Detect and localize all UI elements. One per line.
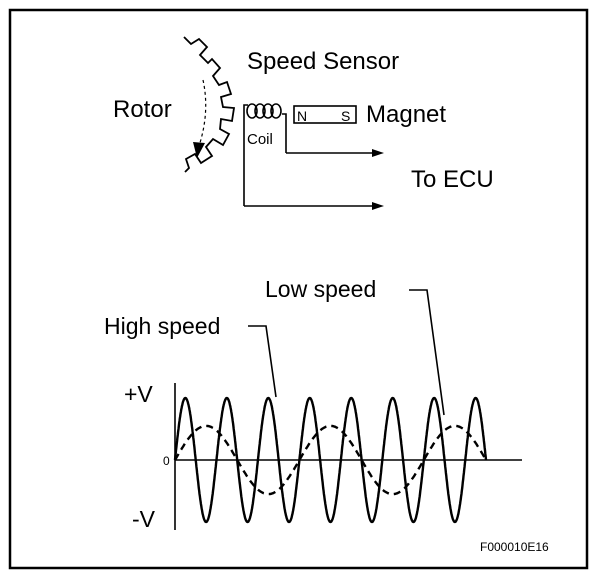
high-speed-label: High speed (104, 313, 220, 339)
ecu-lead-lower-arrow (372, 202, 384, 210)
negative-voltage-label: -V (132, 506, 156, 532)
positive-voltage-label: +V (124, 381, 153, 407)
zero-voltage-label: 0 (163, 454, 170, 468)
figure-frame (8, 8, 589, 570)
magnet-body (293, 105, 357, 124)
rotor-rotation-arrow (198, 79, 207, 147)
coil-core-bracket (243, 104, 248, 206)
to-ecu-label: To ECU (411, 166, 494, 193)
rotor-label: Rotor (113, 96, 172, 123)
rotor-teeth (183, 36, 236, 173)
low-speed-label: Low speed (265, 276, 376, 302)
low-speed-callout (409, 289, 445, 416)
magnet-pole-s: S (341, 108, 350, 124)
figure-code: F000010E16 (480, 540, 549, 554)
magnet-pole-n: N (297, 108, 307, 124)
speed-sensor-label: Speed Sensor (247, 48, 399, 75)
coil-inner-lead (282, 113, 287, 153)
high-speed-waveform (173, 396, 488, 524)
high-speed-callout (248, 325, 277, 398)
coil-label: Coil (247, 131, 273, 148)
rotor-arrow-head (193, 142, 205, 158)
ecu-lead-upper-arrow (372, 149, 384, 157)
coil (246, 103, 282, 119)
magnet-label: Magnet (366, 101, 446, 128)
low-speed-waveform (173, 424, 488, 496)
